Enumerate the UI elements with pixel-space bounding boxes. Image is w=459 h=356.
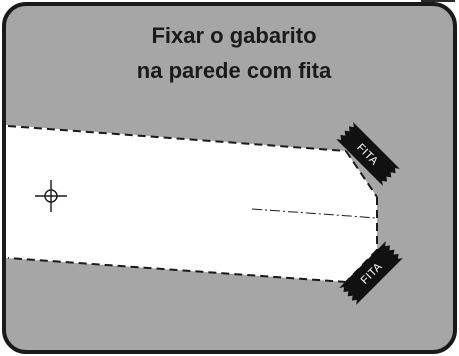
template-sheet xyxy=(6,125,377,282)
tape-upper: FITA xyxy=(336,122,400,186)
center-line xyxy=(251,208,378,219)
tape-lower-shape xyxy=(339,241,403,305)
top-bar-mark xyxy=(421,0,455,2)
tape-upper-shape xyxy=(336,122,400,186)
top-bar xyxy=(0,0,459,3)
title-line-1: Fixar o gabarito xyxy=(151,23,316,48)
title-line-2: na parede com fita xyxy=(137,58,332,83)
crosshair-icon xyxy=(35,180,67,212)
